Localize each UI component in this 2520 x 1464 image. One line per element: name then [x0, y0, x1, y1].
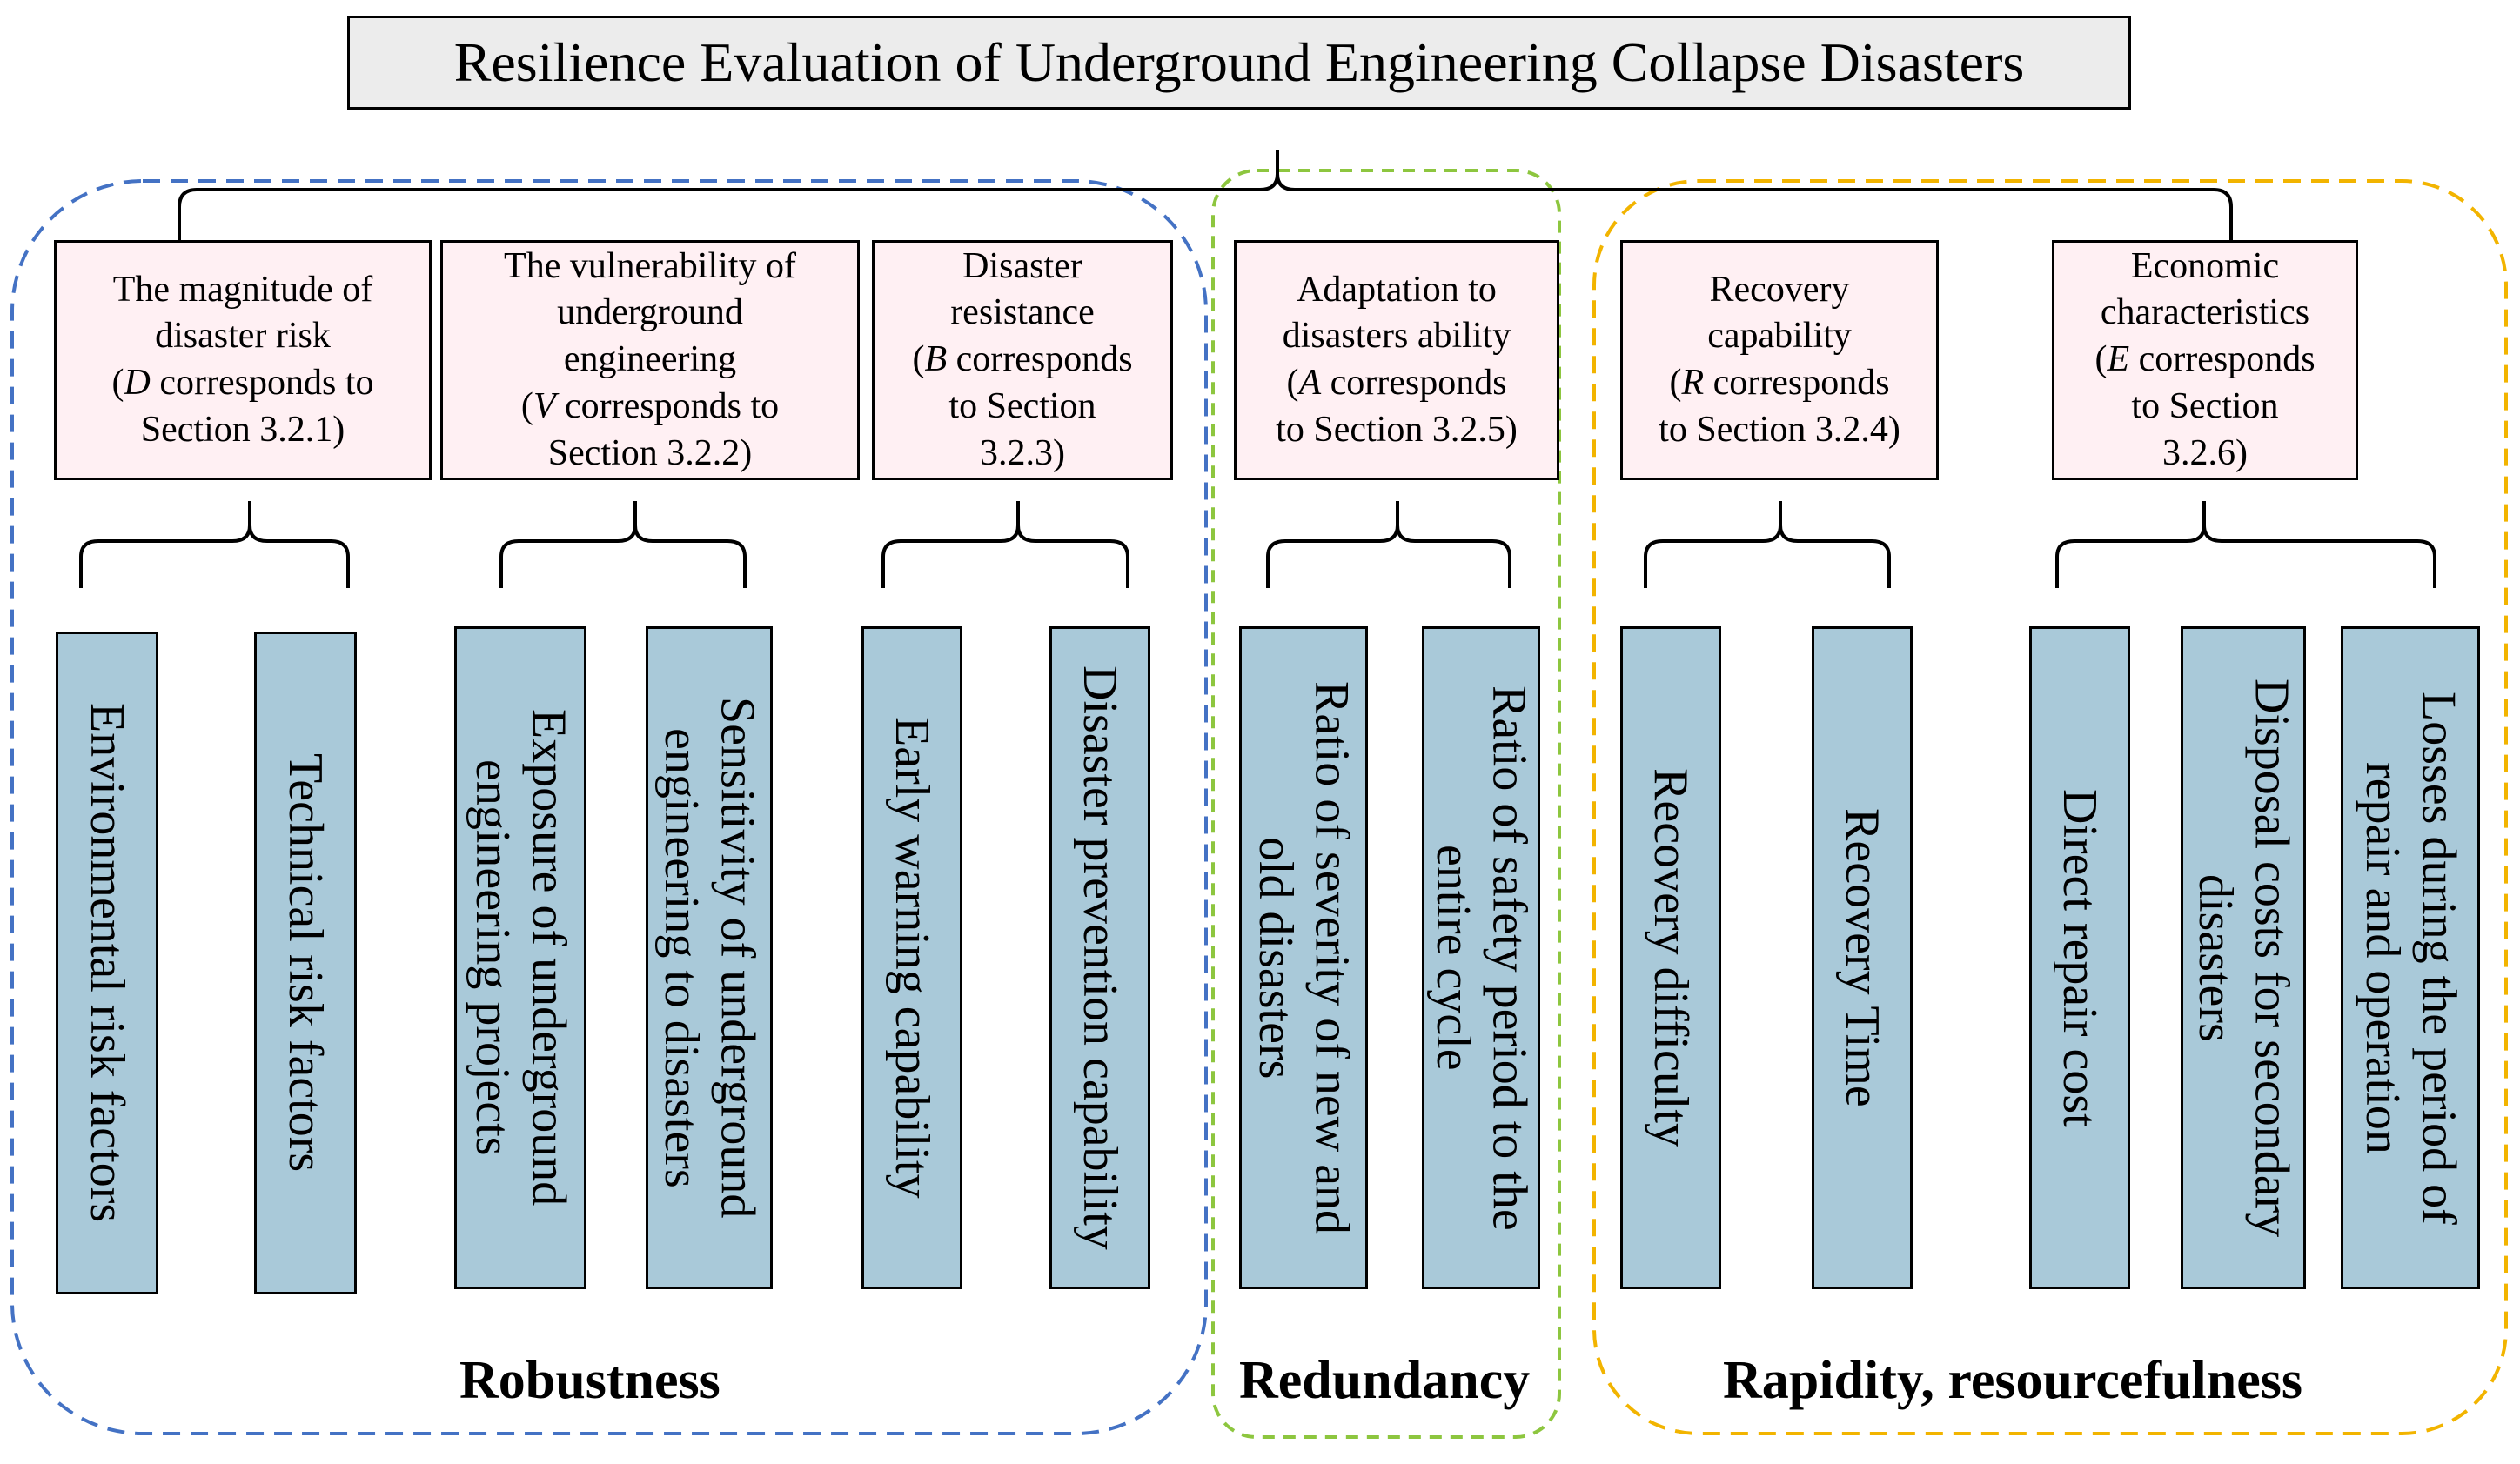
- indicator-disaster-prevention: Disaster prevention capability: [1049, 626, 1150, 1289]
- brace-d: [79, 501, 350, 588]
- indicator-text: Early warning capability: [885, 717, 940, 1199]
- top-brace: [178, 150, 2233, 242]
- indicator-direct-repair-cost: Direct repair cost: [2029, 626, 2130, 1289]
- redundancy-group-outline: [1211, 169, 1561, 1439]
- indicator-text: Technical risk factors: [278, 753, 333, 1173]
- indicator-early-warning: Early warning capability: [861, 626, 962, 1289]
- indicator-recovery-difficulty: Recovery difficulty: [1620, 626, 1721, 1289]
- indicator-text: Direct repair cost: [2053, 788, 2108, 1127]
- brace-v: [499, 501, 747, 588]
- group-label-rapidity: Rapidity, resourcefulness: [1723, 1351, 2302, 1410]
- diagram-title: Resilience Evaluation of Underground Eng…: [347, 16, 2131, 110]
- indicator-text: Recovery Time: [1835, 808, 1890, 1107]
- indicator-technical-risk: Technical risk factors: [254, 632, 357, 1294]
- brace-a: [1266, 501, 1511, 588]
- rapidity-group-outline: [1592, 179, 2508, 1435]
- group-label-robustness: Robustness: [459, 1351, 720, 1410]
- indicator-text: Environmental risk factors: [80, 703, 135, 1223]
- indicator-text: Disaster prevention capability: [1073, 665, 1128, 1250]
- indicator-environmental-risk: Environmental risk factors: [56, 632, 158, 1294]
- group-label-redundancy: Redundancy: [1239, 1351, 1531, 1410]
- indicator-text: Recovery difficulty: [1644, 768, 1699, 1147]
- brace-b: [881, 501, 1129, 588]
- indicator-recovery-time: Recovery Time: [1812, 626, 1913, 1289]
- brace-r: [1644, 501, 1891, 588]
- robustness-group-outline: [10, 179, 1208, 1435]
- brace-e: [2055, 501, 2436, 588]
